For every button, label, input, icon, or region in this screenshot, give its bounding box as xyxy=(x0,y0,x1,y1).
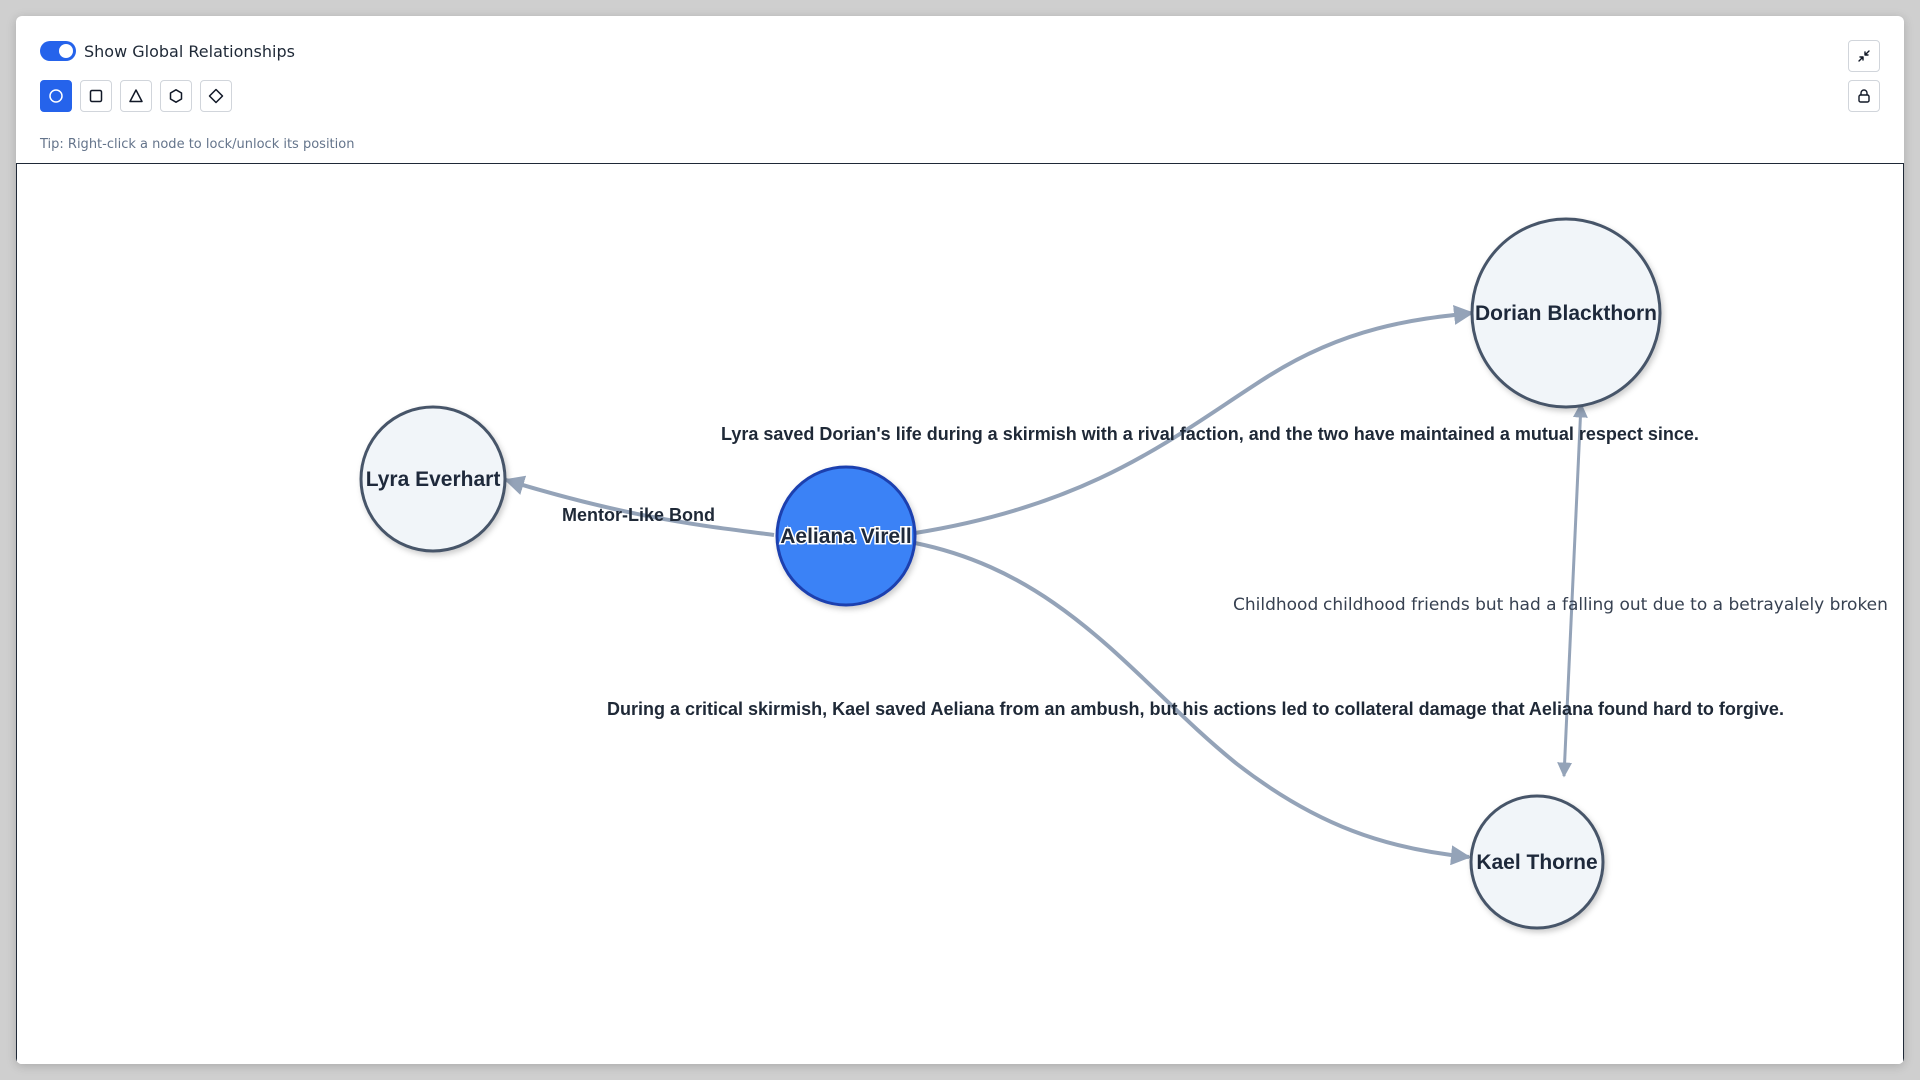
node-lyra[interactable]: Lyra Everhart xyxy=(359,405,507,553)
edge-label-kael: During a critical skirmish, Kael saved A… xyxy=(607,699,1784,719)
relationship-graph: Mentor-Like Bond Lyra saved Dorian's lif… xyxy=(359,217,1888,930)
node-label-aeliana: Aeliana Virell xyxy=(780,525,912,548)
node-dorian[interactable]: Dorian Blackthorn xyxy=(1470,217,1662,409)
edge-label-dorian: Lyra saved Dorian's life during a skirmi… xyxy=(721,424,1699,444)
shape-square-button[interactable] xyxy=(80,80,112,112)
node-aeliana[interactable]: Aeliana Virell xyxy=(775,465,917,607)
tip-text: Tip: Right-click a node to lock/unlock i… xyxy=(40,137,355,152)
toolbar: Show Global Relationships xyxy=(16,16,1904,164)
circle-icon xyxy=(49,89,63,103)
lock-icon xyxy=(1858,89,1870,103)
graph-canvas[interactable]: Mentor-Like Bond Lyra saved Dorian's lif… xyxy=(16,163,1904,1064)
collapse-button[interactable] xyxy=(1848,40,1880,72)
node-label-dorian: Dorian Blackthorn xyxy=(1475,302,1657,325)
shape-hexagon-button[interactable] xyxy=(160,80,192,112)
node-shape-selector xyxy=(40,80,232,112)
shape-circle-button[interactable] xyxy=(40,80,72,112)
toggle-knob xyxy=(59,44,73,58)
node-kael[interactable]: Kael Thorne xyxy=(1469,794,1605,930)
edge-aeliana-kael[interactable] xyxy=(914,541,1471,866)
toggle-switch[interactable] xyxy=(40,41,76,61)
collapse-icon xyxy=(1858,50,1870,62)
triangle-icon xyxy=(129,89,143,103)
shape-diamond-button[interactable] xyxy=(200,80,232,112)
hexagon-icon xyxy=(169,89,183,103)
shape-triangle-button[interactable] xyxy=(120,80,152,112)
edge-dorian-kael[interactable] xyxy=(1557,402,1588,778)
node-label-lyra: Lyra Everhart xyxy=(366,468,501,491)
edge-label-childhood-left: Childhood xyxy=(1233,595,1318,615)
edge-aeliana-dorian[interactable] xyxy=(914,305,1474,535)
square-icon xyxy=(89,89,103,103)
diamond-icon xyxy=(208,88,224,104)
lock-button[interactable] xyxy=(1848,80,1880,112)
global-relationships-toggle[interactable]: Show Global Relationships xyxy=(40,41,295,61)
edge-label-childhood-right: childhood friends but had a falling out … xyxy=(1323,595,1888,615)
edge-aeliana-lyra[interactable] xyxy=(504,475,775,537)
graph-window: Show Global Relationships xyxy=(16,16,1904,1064)
toggle-label: Show Global Relationships xyxy=(84,41,295,61)
node-label-kael: Kael Thorne xyxy=(1476,851,1597,874)
edge-label-mentor: Mentor-Like Bond xyxy=(562,505,715,525)
